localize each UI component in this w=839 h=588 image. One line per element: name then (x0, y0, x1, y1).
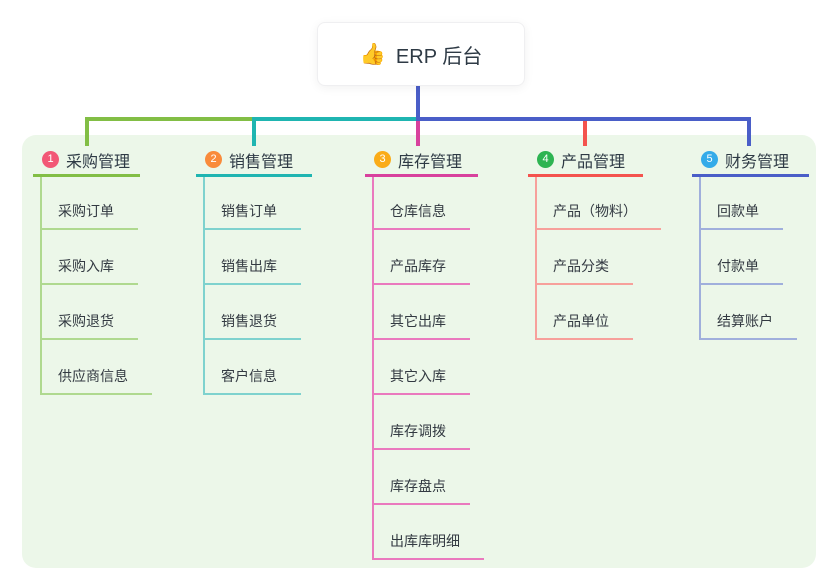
branch-title[interactable]: 3 库存管理 (365, 145, 478, 177)
branch-item-label[interactable]: 采购入库 (40, 256, 138, 285)
branch-item-label[interactable]: 库存盘点 (372, 476, 470, 505)
branch-item: 产品库存 (365, 230, 478, 285)
drop-line-finance (747, 117, 751, 146)
branch-3: 3 库存管理仓库信息产品库存其它出库其它入库库存调拨库存盘点出库库明细 (365, 145, 484, 560)
bus-line-purchase (85, 117, 254, 121)
root-node-label: ERP 后台 (395, 45, 483, 68)
branch-item-label[interactable]: 回款单 (699, 201, 783, 230)
branch-item: 客户信息 (196, 340, 312, 395)
branch-title-label: 销售管理 (229, 153, 294, 171)
branch-item: 销售订单 (196, 177, 312, 230)
branch-item-label[interactable]: 销售订单 (203, 201, 301, 230)
drop-line-sales (252, 117, 256, 146)
branch-title-label: 采购管理 (66, 153, 131, 171)
branch-item: 产品（物料） (528, 177, 661, 230)
bus-line-finance (416, 117, 751, 121)
branch-item: 库存盘点 (365, 450, 478, 505)
branch-title-label: 财务管理 (725, 153, 790, 171)
branch-title-label: 库存管理 (398, 153, 463, 171)
branch-item-label[interactable]: 其它出库 (372, 311, 470, 340)
branch-item: 采购入库 (33, 230, 140, 285)
drop-line-inventory (416, 121, 420, 146)
branch-5: 5 财务管理回款单付款单结算账户 (692, 145, 809, 340)
branch-item-label[interactable]: 库存调拨 (372, 421, 470, 450)
branch-item-label[interactable]: 出库库明细 (372, 531, 484, 560)
branch-item: 产品单位 (528, 285, 643, 340)
branch-items: 采购订单采购入库采购退货供应商信息 (33, 177, 152, 395)
branch-item: 供应商信息 (33, 340, 152, 395)
branch-item: 结算账户 (692, 285, 809, 340)
branch-item: 采购订单 (33, 177, 140, 230)
branch-items: 仓库信息产品库存其它出库其它入库库存调拨库存盘点出库库明细 (365, 177, 484, 560)
branch-item-label[interactable]: 仓库信息 (372, 201, 470, 230)
branch-item: 回款单 (692, 177, 809, 230)
branch-item-label[interactable]: 产品单位 (535, 311, 633, 340)
branch-item: 产品分类 (528, 230, 643, 285)
branch-number-badge: 4 (537, 151, 554, 168)
branch-item-label[interactable]: 客户信息 (203, 366, 301, 395)
thumbs-up-icon: 👍 (359, 42, 386, 66)
branch-title[interactable]: 4 产品管理 (528, 145, 643, 177)
branch-1: 1 采购管理采购订单采购入库采购退货供应商信息 (33, 145, 152, 395)
branch-item: 采购退货 (33, 285, 140, 340)
branch-item-label[interactable]: 产品库存 (372, 256, 470, 285)
branch-item-label[interactable]: 供应商信息 (40, 366, 152, 395)
branch-item: 出库库明细 (365, 505, 484, 560)
mindmap-panel (22, 135, 816, 568)
branch-title[interactable]: 1 采购管理 (33, 145, 140, 177)
branch-items: 产品（物料） 产品分类产品单位 (528, 177, 661, 340)
branch-number-badge: 3 (374, 151, 391, 168)
branch-number-badge: 2 (205, 151, 222, 168)
branch-title[interactable]: 5 财务管理 (692, 145, 809, 177)
branch-number-badge: 1 (42, 151, 59, 168)
branch-item: 付款单 (692, 230, 809, 285)
branch-item-label[interactable]: 销售出库 (203, 256, 301, 285)
branch-item-label[interactable]: 销售退货 (203, 311, 301, 340)
branch-item-label[interactable]: 结算账户 (699, 311, 797, 340)
branch-title[interactable]: 2 销售管理 (196, 145, 312, 177)
branch-item: 销售退货 (196, 285, 312, 340)
root-stem-line (416, 84, 420, 118)
branch-2: 2 销售管理销售订单销售出库销售退货客户信息 (196, 145, 312, 395)
root-node[interactable]: 👍 ERP 后台 (317, 22, 525, 86)
branch-item: 其它入库 (365, 340, 478, 395)
drop-line-purchase (85, 117, 89, 146)
bus-line-sales (252, 117, 419, 121)
branch-item-label[interactable]: 产品（物料） (535, 201, 661, 230)
branch-item-label[interactable]: 采购退货 (40, 311, 138, 340)
branch-item-label[interactable]: 产品分类 (535, 256, 633, 285)
branch-item: 仓库信息 (365, 177, 478, 230)
branch-title-label: 产品管理 (561, 153, 626, 171)
branch-item: 销售出库 (196, 230, 312, 285)
branch-4: 4 产品管理产品（物料） 产品分类产品单位 (528, 145, 661, 340)
branch-item-label[interactable]: 采购订单 (40, 201, 138, 230)
branch-items: 回款单付款单结算账户 (692, 177, 809, 340)
branch-item: 其它出库 (365, 285, 478, 340)
drop-line-product (583, 121, 587, 146)
branch-item-label[interactable]: 其它入库 (372, 366, 470, 395)
branch-item: 库存调拨 (365, 395, 478, 450)
branch-number-badge: 5 (701, 151, 718, 168)
branch-item-label[interactable]: 付款单 (699, 256, 783, 285)
branch-items: 销售订单销售出库销售退货客户信息 (196, 177, 312, 395)
